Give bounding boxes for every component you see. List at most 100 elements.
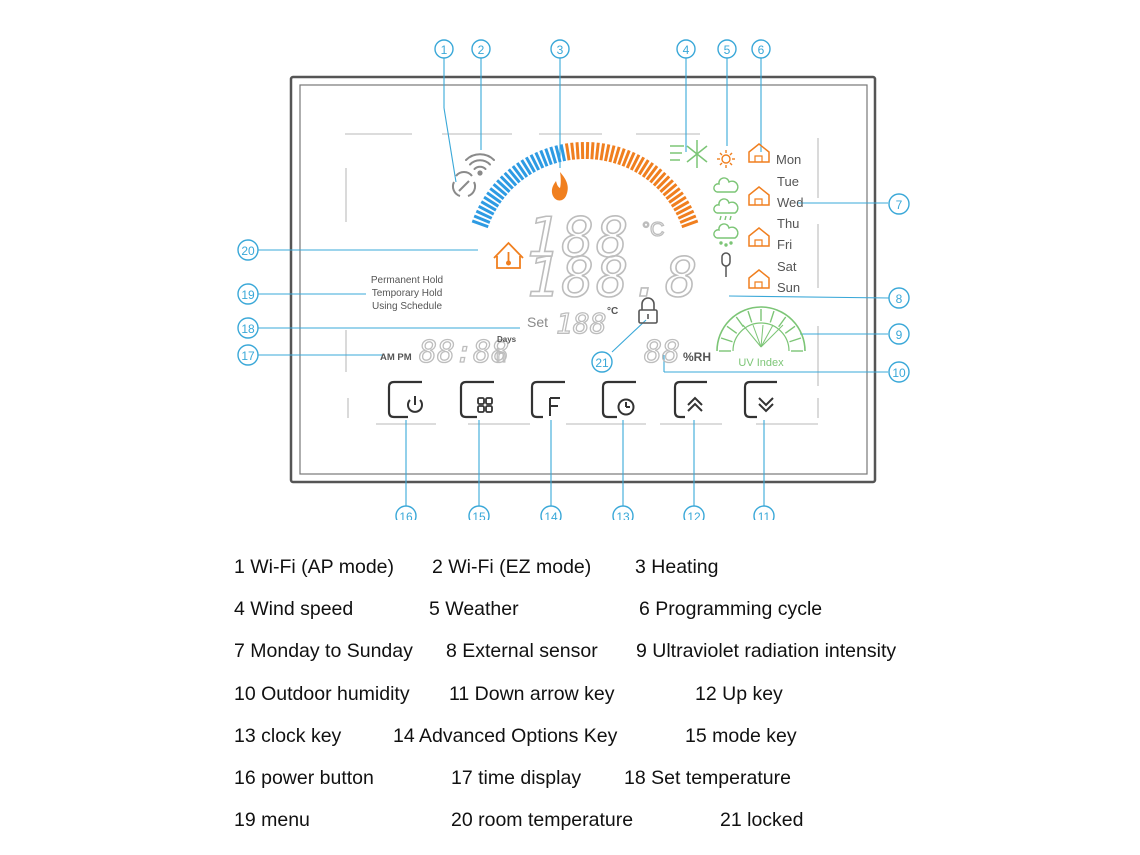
uv-gauge-segment	[784, 325, 796, 334]
callout-6	[751, 39, 771, 59]
callout-19	[237, 283, 259, 305]
temperature-arc	[471, 141, 699, 229]
legend-item: 15 mode key	[685, 724, 797, 747]
temperature-arc-segment	[564, 143, 571, 161]
uv-gauge-segment	[778, 316, 787, 328]
up-key[interactable]	[673, 380, 707, 419]
mode-key[interactable]	[459, 380, 494, 419]
temperature-arc-segment	[525, 156, 536, 173]
menu-item: Permanent Hold	[371, 275, 443, 286]
weekday-fri: Fri	[777, 237, 792, 252]
room-temp-digits-upper: 188	[527, 206, 631, 269]
uv-gauge-ray	[742, 324, 762, 348]
uv-gauge-segment	[769, 310, 775, 323]
temperature-arc-segment	[539, 149, 549, 167]
legend-row: 4 Wind speed 5 Weather 6 Programming cyc…	[234, 592, 1114, 634]
temperature-arc-segment	[570, 142, 576, 160]
temperature-arc-segment	[529, 154, 541, 171]
down-arrow-icon	[758, 397, 774, 413]
menu-item: Temporary Hold	[372, 288, 443, 299]
set-temperature-digits: 188	[556, 307, 607, 340]
house-door	[754, 155, 763, 162]
temperature-arc-segment	[603, 144, 611, 162]
temperature-arc-segment	[665, 187, 681, 201]
uv-gauge-ray	[760, 324, 774, 348]
time-digits: 88:88	[419, 335, 509, 370]
temperature-arc-segment	[679, 214, 697, 224]
callout-number: 4	[683, 43, 690, 57]
house-icon	[748, 143, 770, 163]
legend-item: 9 Ultraviolet radiation intensity	[636, 640, 897, 663]
callout-21	[591, 351, 613, 373]
legend-item: 7 Monday to Sunday	[234, 640, 413, 663]
house-icon	[493, 241, 524, 269]
callout-2	[471, 39, 491, 59]
legend-item: 3 Heating	[635, 556, 719, 578]
clock-icon	[617, 398, 635, 416]
days-label: Days	[497, 335, 517, 344]
temperature-arc-segment	[520, 159, 532, 176]
temperature-arc-segment	[662, 183, 678, 197]
down-key[interactable]	[743, 380, 777, 419]
legend-item: 2 Wi-Fi (EZ mode)	[432, 556, 592, 578]
celsius-unit: °C	[642, 219, 664, 241]
lock-icon	[638, 297, 658, 324]
legend-item: 12 Up key	[695, 682, 783, 705]
temperature-arc-segment	[668, 191, 684, 204]
temperature-arc-segment	[483, 195, 500, 208]
callout-11	[753, 505, 775, 520]
uv-index-label: UV Index	[738, 357, 784, 369]
house-icon	[748, 269, 770, 289]
time-suffix: h	[496, 346, 506, 366]
legend: 1 Wi-Fi (AP mode) 2 Wi-Fi (EZ mode) 3 He…	[234, 550, 1114, 845]
legend-item: 14 Advanced Options Key	[393, 724, 618, 747]
callout-numbers: 1 2 3 4 5 6 7 8 9 10 11 12 13 14 15 16 1…	[241, 43, 906, 520]
legend-item: 4 Wind speed	[234, 598, 354, 621]
temperature-arc-segment	[516, 162, 529, 178]
legend-row: 16 power button 17 time display 18 Set t…	[234, 761, 1114, 803]
lcd-segment-guides	[345, 133, 819, 425]
temperature-arc-segment	[594, 142, 600, 160]
humidity-unit: %RH	[683, 350, 711, 364]
temperature-arc-segment	[473, 214, 491, 224]
callout-12	[683, 505, 705, 520]
temperature-arc-segment	[675, 205, 693, 216]
device-frame	[289, 75, 877, 484]
temperature-arc-segment	[544, 148, 553, 166]
legend-item: 8 External sensor	[446, 640, 598, 663]
temperature-arc-segment	[673, 200, 690, 212]
legend-item: 11 Down arrow key	[449, 682, 615, 705]
callout-number: 21	[595, 356, 609, 370]
temperature-arc-segment	[659, 179, 674, 193]
set-label: Set	[527, 314, 548, 330]
menu-item: Using Schedule	[372, 301, 442, 312]
house-door	[754, 239, 763, 246]
callout-8	[888, 287, 910, 309]
humidity-digits: 88	[644, 335, 680, 370]
callout-number: 15	[472, 510, 486, 520]
callout-13	[612, 505, 634, 520]
temperature-arc-segment	[625, 151, 636, 169]
legend-row: 19 menu 20 room temperature 21 locked	[234, 803, 1114, 845]
temperature-arc-segment	[511, 165, 525, 181]
callout-number: 19	[241, 288, 255, 302]
weekday-tue: Tue	[777, 174, 799, 189]
temperature-arc-segment	[475, 209, 493, 220]
callout-15	[468, 505, 490, 520]
temperature-arc-segment	[554, 145, 562, 163]
callout-3	[550, 39, 570, 59]
callout-16	[395, 505, 417, 520]
weekday-thu: Thu	[777, 216, 799, 231]
temperature-arc-segment	[499, 175, 514, 190]
callout-number: 7	[896, 198, 903, 212]
advanced-options-key[interactable]	[530, 380, 565, 419]
clock-key[interactable]	[601, 380, 636, 419]
snow-icon	[713, 223, 739, 247]
callout-number: 10	[892, 366, 906, 380]
legend-item: 1 Wi-Fi (AP mode)	[234, 556, 394, 578]
callout-number: 13	[616, 510, 630, 520]
callout-number: 9	[896, 328, 903, 342]
am-pm-label: AM PM	[380, 352, 412, 363]
temperature-arc-segment	[590, 142, 595, 160]
power-button[interactable]	[387, 380, 423, 419]
